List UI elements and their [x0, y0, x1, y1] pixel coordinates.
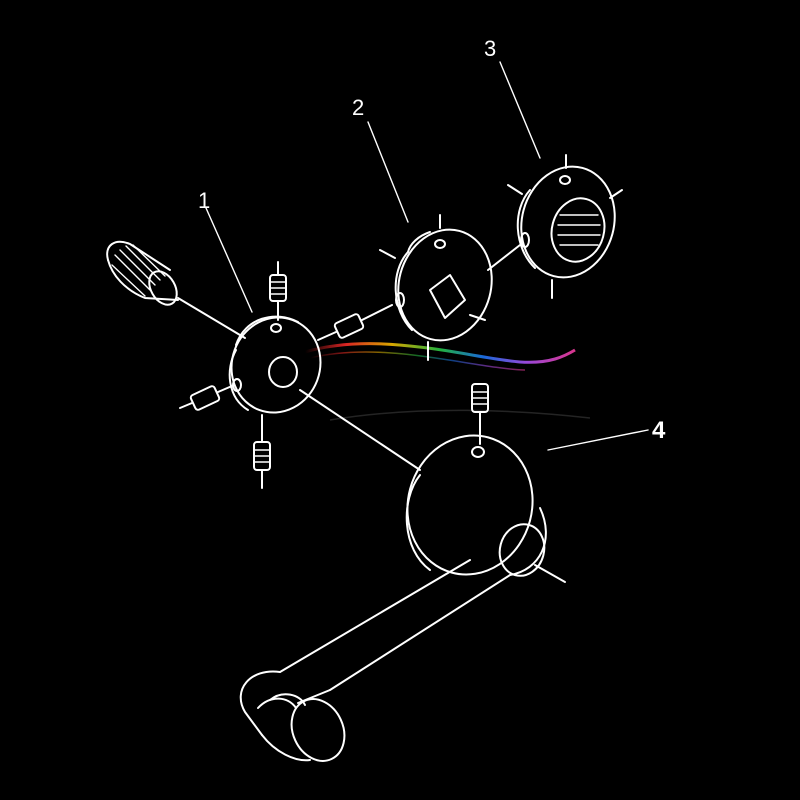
screw-right	[471, 383, 489, 445]
knob-cap	[106, 240, 246, 339]
set-screws	[179, 261, 489, 489]
leader-lines	[205, 61, 649, 451]
screw-left	[179, 385, 233, 411]
part-labels: 1 2 3 4	[198, 36, 666, 444]
label-part-1: 1	[198, 188, 210, 213]
collar-part-1	[228, 315, 421, 471]
screw-top	[269, 261, 287, 321]
watermark-swoosh	[304, 342, 591, 421]
collar-part-3	[507, 154, 623, 299]
crank-handle-part-4	[239, 434, 566, 762]
screw-bottom	[253, 414, 271, 489]
collar-part-2	[379, 214, 521, 361]
label-part-3: 3	[484, 36, 496, 61]
label-part-4: 4	[652, 417, 666, 444]
label-part-2: 2	[352, 95, 364, 120]
screw-middle	[317, 304, 393, 341]
